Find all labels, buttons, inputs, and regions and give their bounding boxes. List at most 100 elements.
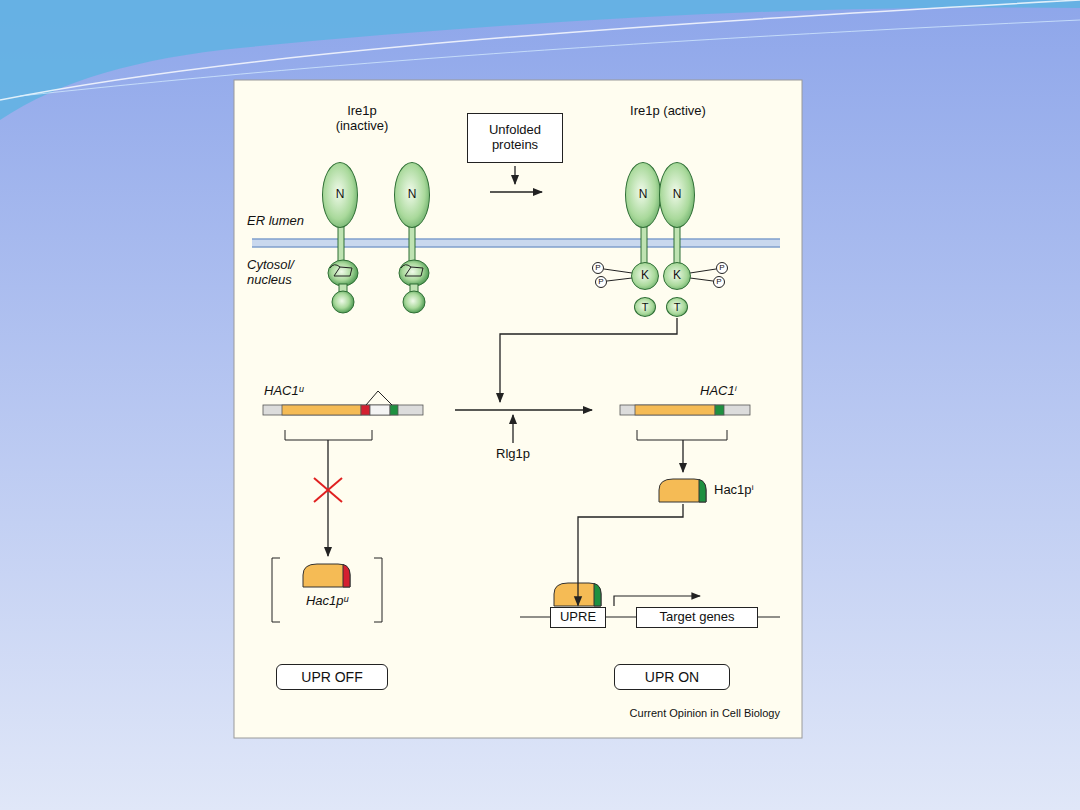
ire1-lumenal-domain: N — [322, 162, 358, 228]
stimulus-box: Unfolded proteins — [467, 113, 563, 163]
ire1-inactive-cytosolic — [399, 260, 429, 286]
hac1p-uninduced: Hac1pᵘ — [302, 562, 352, 609]
node-text: T — [642, 301, 649, 314]
hac1-u-mrna — [366, 391, 392, 405]
node-text: N — [336, 188, 345, 202]
phospho-linkers — [690, 269, 716, 273]
arrows — [327, 440, 328, 556]
node-text: P — [716, 278, 721, 286]
state-box: UPR OFF — [276, 664, 388, 690]
arrows — [490, 191, 542, 192]
source-credit: Current Opinion in Cell Biology — [560, 707, 780, 720]
protein-body — [659, 479, 706, 502]
node-text: P — [598, 278, 603, 286]
ire1-lumenal-domain: N — [659, 162, 695, 228]
translation-block-cross — [314, 478, 342, 502]
ire1-inactive-cytosolic — [338, 226, 344, 262]
protein-label: Ire1p (active) — [628, 104, 708, 119]
node-text: N — [408, 188, 417, 202]
protein-end — [699, 480, 706, 503]
er-membrane — [252, 239, 780, 247]
node-text: UPR ON — [645, 669, 699, 685]
figure-panel — [234, 80, 802, 738]
node-text: Target genes — [659, 610, 734, 625]
hac1-u-mrna — [263, 405, 423, 415]
phosphate-circle: P — [713, 276, 725, 288]
brackets — [272, 430, 727, 622]
node-text: K — [673, 269, 681, 283]
hac1-i-mrna — [715, 405, 724, 415]
er-membrane — [252, 239, 780, 247]
node-text: K — [641, 269, 649, 283]
mrna-label: HAC1ⁱ — [700, 384, 737, 399]
hac1-u-mrna — [390, 405, 398, 415]
node-text: N — [673, 188, 682, 202]
kinase-domain: K — [631, 262, 659, 290]
phosphate-circle: P — [592, 262, 604, 274]
ire1-inactive-cytosolic — [332, 291, 354, 313]
hac1-u-mrna — [370, 405, 390, 415]
ire1-inactive-cytosolic — [328, 226, 429, 313]
bound-hac1p — [594, 584, 601, 607]
arrows — [455, 409, 592, 410]
promoter-element-box: UPRE — [550, 607, 606, 628]
node-text: P — [719, 264, 724, 272]
er-membrane — [252, 246, 780, 248]
arrows — [512, 415, 513, 443]
brackets — [374, 558, 382, 622]
hac1-u-mrna — [361, 405, 370, 415]
ire1-inactive-cytosolic — [330, 265, 352, 276]
node-text: UPR OFF — [301, 669, 362, 685]
node-text: UPRE — [560, 610, 596, 625]
tail-domain: T — [666, 297, 688, 317]
translation-block-cross — [314, 478, 342, 502]
node-text: P — [595, 264, 600, 272]
ire1-inactive-cytosolic — [409, 226, 415, 262]
arrows — [500, 318, 677, 402]
ire1-inactive-cytosolic — [403, 291, 425, 313]
figure-panel — [234, 80, 802, 738]
protein-shape — [658, 477, 708, 503]
hac1-i-mrna — [620, 405, 750, 415]
ire1-active-stalks — [674, 226, 680, 264]
ire1-active-stalks — [641, 226, 647, 264]
brackets — [285, 430, 372, 440]
compartment-label: Cytosol/ nucleus — [247, 258, 309, 288]
hac1-i-mrna — [620, 405, 750, 415]
kinase-domain: K — [663, 262, 691, 290]
protein-label: Ire1p (inactive) — [322, 104, 402, 134]
tail-domain: T — [634, 297, 656, 317]
hac1p-induced: Hac1pⁱ — [658, 477, 754, 503]
compartment-label: ER lumen — [247, 214, 304, 229]
ire1-lumenal-domain: N — [625, 162, 661, 228]
protein-shape — [302, 562, 352, 588]
arrows — [328, 166, 683, 556]
ire1-lumenal-domain: N — [394, 162, 430, 228]
node-text: Unfolded proteins — [474, 123, 556, 153]
arrows — [682, 440, 683, 472]
hac1-u-mrna — [282, 405, 361, 415]
enzyme-label: Rlg1p — [488, 447, 538, 462]
flow-arrow — [578, 504, 683, 606]
ire1-active-stalks — [641, 226, 680, 264]
gene-box: Target genes — [636, 607, 758, 628]
er-membrane — [252, 238, 780, 240]
phosphate-circle: P — [716, 262, 728, 274]
phospho-linkers — [690, 278, 713, 281]
ire1-inactive-cytosolic — [401, 265, 423, 276]
arrows — [514, 166, 515, 184]
node-text: N — [639, 188, 648, 202]
phosphate-circle: P — [595, 276, 607, 288]
hac1-i-mrna — [635, 405, 715, 415]
phospho-linkers — [607, 278, 632, 281]
node-text: T — [674, 301, 681, 314]
protein-end — [343, 565, 350, 588]
node-text: Hac1pᵘ — [306, 594, 348, 609]
dna-and-promoter — [614, 596, 700, 606]
translation-block-cross — [314, 478, 342, 502]
phospho-linkers — [604, 269, 632, 273]
brackets — [272, 558, 280, 622]
protein-body — [303, 564, 350, 587]
